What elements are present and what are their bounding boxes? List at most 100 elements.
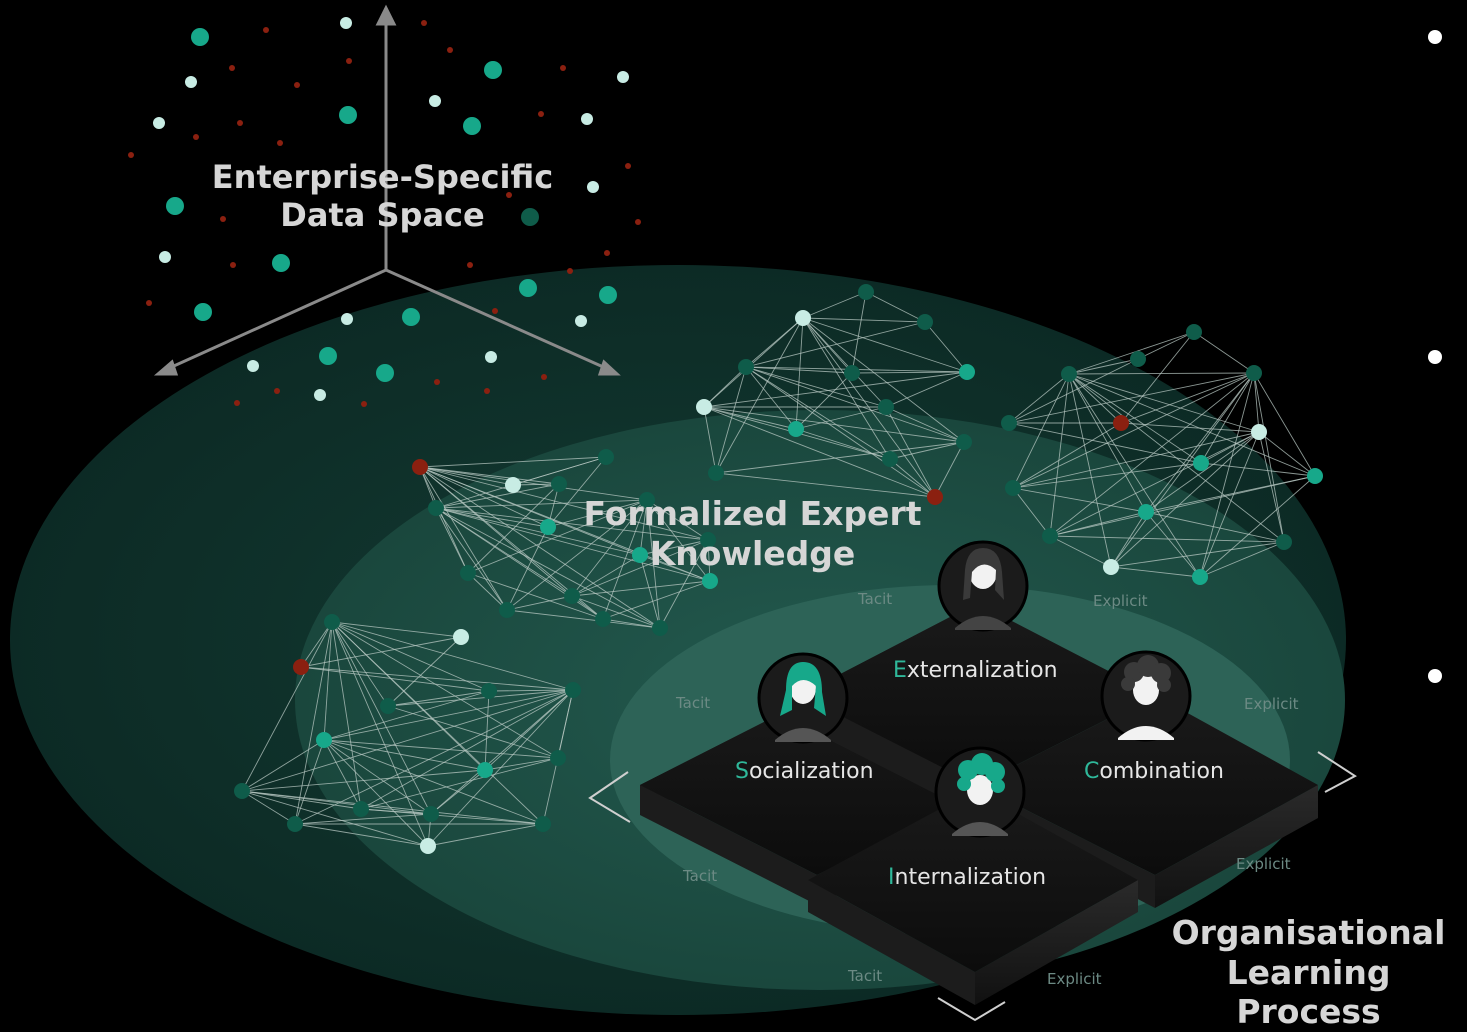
node (598, 449, 614, 465)
node (1113, 415, 1129, 431)
node (1186, 324, 1202, 340)
node (376, 364, 394, 382)
edge (488, 689, 574, 692)
edge (802, 317, 965, 443)
edge (1012, 487, 1147, 513)
edge (430, 769, 486, 815)
edge (602, 499, 648, 620)
edge (419, 466, 549, 528)
edge (1200, 372, 1255, 464)
edge (646, 499, 709, 541)
edge (241, 790, 296, 825)
node (696, 399, 712, 415)
node (194, 303, 212, 321)
node (882, 451, 898, 467)
node (617, 71, 629, 83)
node (599, 286, 617, 304)
node (927, 489, 943, 505)
node (324, 614, 340, 630)
edge (435, 507, 709, 541)
edge (795, 372, 853, 430)
edge (889, 441, 965, 460)
edge (802, 317, 891, 460)
network-graph (234, 614, 581, 854)
combination-rest: ombination (1099, 759, 1224, 784)
edge (865, 291, 926, 323)
edge (331, 621, 389, 707)
edge (1199, 372, 1255, 578)
edge (745, 321, 926, 368)
node (477, 762, 493, 778)
node (538, 111, 544, 117)
node (453, 629, 469, 645)
node (535, 816, 551, 832)
node (551, 476, 567, 492)
node (287, 816, 303, 832)
edge (1008, 373, 1070, 424)
internalization-initial: I (888, 865, 895, 890)
node (519, 279, 537, 297)
edge (795, 428, 891, 460)
node (1005, 480, 1021, 496)
edge (467, 572, 604, 620)
node (738, 359, 754, 375)
node (506, 192, 512, 198)
node (708, 465, 724, 481)
node (277, 140, 283, 146)
node (550, 750, 566, 766)
tacit-label: Tacit (676, 694, 711, 712)
edge (802, 317, 968, 373)
node (795, 310, 811, 326)
node (234, 783, 250, 799)
edge (703, 366, 747, 408)
node (959, 364, 975, 380)
edge (1258, 431, 1285, 543)
edge (331, 621, 429, 847)
node (380, 698, 396, 714)
node (293, 659, 309, 675)
edge (1012, 431, 1260, 489)
node (1193, 455, 1209, 471)
node (185, 76, 197, 88)
avatar-socialization (757, 652, 849, 744)
edge (294, 739, 325, 825)
edge (323, 739, 544, 825)
edge (1049, 373, 1070, 537)
tacit-label: Tacit (848, 967, 883, 985)
edge (241, 689, 574, 792)
node (581, 113, 593, 125)
node (463, 117, 481, 135)
explicit-label: Explicit (1093, 592, 1148, 610)
edge (1012, 462, 1202, 489)
node (234, 400, 240, 406)
edge (323, 739, 432, 815)
node (844, 365, 860, 381)
avatar-internalization (934, 746, 1026, 838)
edge (241, 790, 429, 847)
edge (430, 689, 574, 815)
edge (1120, 422, 1260, 433)
node (575, 315, 587, 327)
combination-initial: C (1084, 759, 1100, 784)
externalization-initial: E (893, 658, 907, 683)
knowledge-networks (234, 284, 1323, 854)
edge (639, 554, 661, 629)
edge (360, 808, 544, 825)
node (263, 27, 269, 33)
edge (602, 580, 711, 620)
node (272, 254, 290, 272)
node (499, 602, 515, 618)
node (247, 360, 259, 372)
edge (435, 507, 508, 611)
node (788, 421, 804, 437)
network-graph (696, 284, 975, 505)
edge (1049, 372, 1255, 537)
edge (715, 472, 936, 498)
socialization-rest: ocialization (748, 759, 874, 784)
node (878, 399, 894, 415)
edge (1068, 373, 1202, 464)
edge (435, 456, 607, 509)
edge (331, 621, 559, 759)
node (541, 374, 547, 380)
